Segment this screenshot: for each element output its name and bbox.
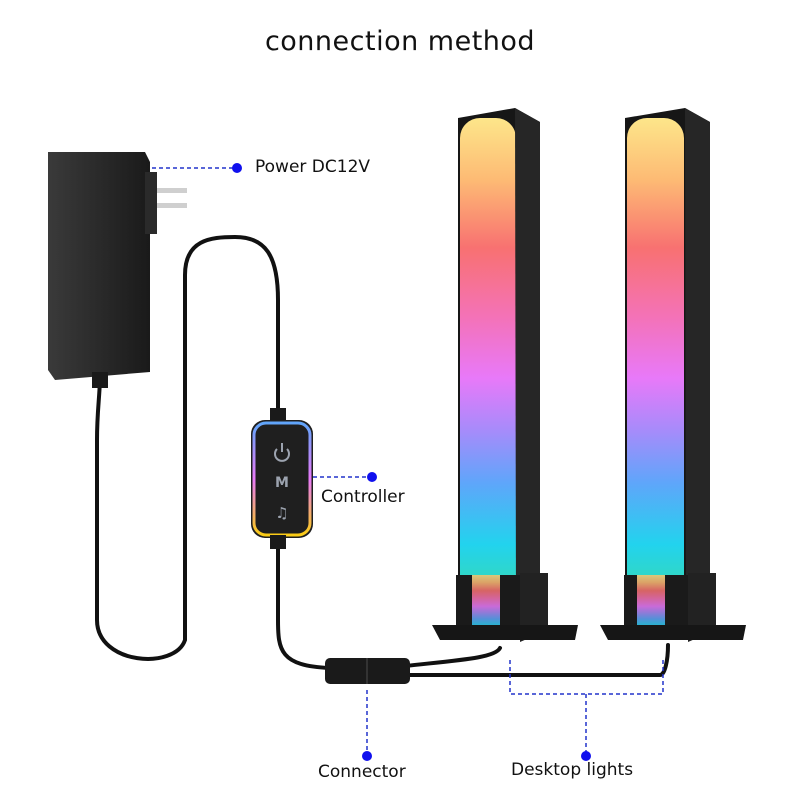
- power-icon: [274, 443, 290, 462]
- cables: [95, 234, 670, 677]
- controller-cable: [276, 533, 332, 670]
- desktop-light-right: [600, 108, 746, 642]
- controller: M ♫: [251, 408, 313, 549]
- connector-label: Connector: [318, 762, 406, 782]
- controller-label: Controller: [321, 487, 405, 507]
- desktop-light-left: [432, 108, 578, 642]
- connector: [325, 658, 410, 684]
- power-adapter: [48, 152, 187, 388]
- mode-icon: M: [275, 475, 289, 491]
- leader-lines: [152, 167, 664, 752]
- desktop-lights-label: Desktop lights: [511, 760, 634, 780]
- desktop-lights-leader: [509, 660, 664, 752]
- adapter-cable: [95, 234, 280, 661]
- music-icon: ♫: [275, 504, 288, 522]
- connector-cable-right: [403, 643, 670, 677]
- connector-cable-left: [403, 646, 502, 668]
- leader-dots: [232, 163, 591, 761]
- power-label: Power DC12V: [255, 157, 371, 177]
- page-title: connection method: [264, 26, 536, 57]
